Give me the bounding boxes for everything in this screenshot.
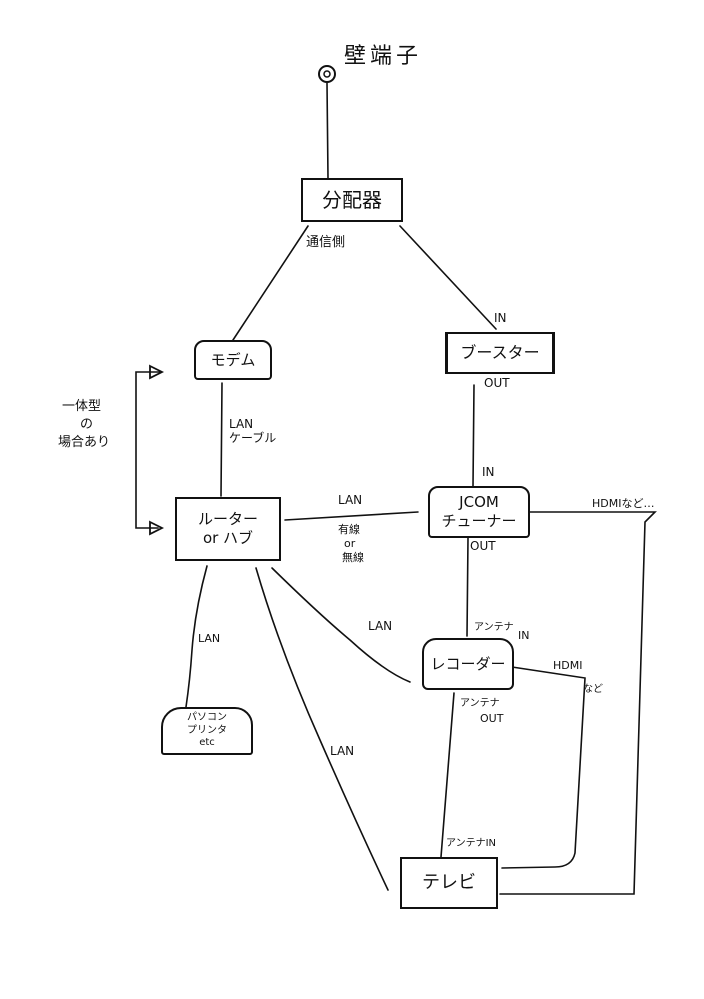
- edge-booster-tuner: [472, 384, 475, 487]
- node-modem-label: モデム: [210, 350, 256, 369]
- label-splitter-modem: 通信側: [306, 235, 346, 250]
- node-pc-label-2: プリンタ: [187, 724, 227, 736]
- node-recorder[interactable]: レコーダー: [422, 638, 514, 690]
- node-booster-label: ブースター: [460, 343, 540, 362]
- edge-wall-splitter: [326, 82, 329, 179]
- node-jcom-tuner[interactable]: JCOM チューナー: [428, 486, 530, 538]
- label-recorder-out-2: OUT: [480, 712, 504, 725]
- label-router-pc: LAN: [198, 632, 221, 645]
- node-splitter-label: 分配器: [322, 187, 382, 212]
- label-booster-out: OUT: [484, 376, 510, 390]
- wall-outlet-icon: [318, 65, 336, 83]
- arrow-head-top: [149, 364, 165, 380]
- node-pc-label-1: パソコン: [187, 712, 227, 724]
- node-modem[interactable]: モデム: [194, 340, 272, 380]
- edge-recorder-tv: [440, 692, 455, 858]
- node-splitter[interactable]: 分配器: [301, 178, 403, 222]
- arrow-head-bottom: [149, 520, 165, 536]
- node-booster[interactable]: ブースター: [445, 332, 555, 374]
- label-recorder-in-2: IN: [518, 629, 530, 642]
- label-recorder-hdmi-1: HDMI: [553, 659, 583, 672]
- wall-terminal-label: 壁端子: [344, 44, 423, 69]
- label-recorder-out-1: アンテナ: [460, 698, 500, 709]
- label-tuner-out: OUT: [470, 539, 496, 553]
- edge-modem-router: [220, 382, 223, 497]
- label-modem-router-1: LAN: [229, 417, 254, 431]
- edge-router-tv: [255, 567, 389, 891]
- edge-tuner-tv-hdmi: [499, 511, 657, 895]
- label-tuner-in: IN: [482, 465, 495, 479]
- label-booster-in: IN: [494, 311, 507, 325]
- edge-router-tuner: [284, 511, 419, 521]
- label-modem-router-2: ケーブル: [229, 431, 277, 445]
- edge-splitter-booster: [399, 225, 497, 330]
- edge-splitter-modem: [232, 225, 309, 341]
- node-pc[interactable]: パソコン プリンタ etc: [161, 707, 253, 755]
- node-pc-label-3: etc: [199, 737, 215, 749]
- label-recorder-in-1: アンテナ: [474, 622, 514, 633]
- label-recorder-hdmi-2: など: [583, 684, 603, 695]
- label-integrated-1: 一体型: [62, 399, 102, 414]
- edge-router-recorder: [271, 567, 411, 683]
- node-router-label-2: or ハブ: [202, 529, 254, 547]
- label-router-tuner-note-1: 有線: [338, 523, 360, 536]
- node-jcom-label-2: チューナー: [441, 512, 517, 530]
- node-recorder-label: レコーダー: [430, 654, 506, 673]
- edge-router-pc: [185, 565, 208, 708]
- edge-tuner-recorder: [466, 537, 469, 637]
- label-tv-in: アンテナIN: [446, 838, 497, 849]
- label-router-tuner: LAN: [338, 493, 363, 507]
- label-tuner-hdmi: HDMIなど…: [592, 497, 655, 510]
- node-router-label-1: ルーター: [197, 510, 258, 529]
- node-tv[interactable]: テレビ: [400, 857, 498, 909]
- integrated-bracket: [135, 371, 161, 529]
- label-integrated-2: の: [80, 417, 94, 432]
- node-tv-label: テレビ: [422, 871, 476, 893]
- label-router-recorder: LAN: [368, 619, 393, 633]
- node-jcom-label-1: JCOM: [459, 493, 499, 512]
- label-router-tuner-note-3: 無線: [342, 551, 364, 564]
- label-router-tv: LAN: [330, 744, 355, 758]
- label-integrated-3: 場合あり: [58, 435, 111, 450]
- edge-recorder-tv-hdmi: [501, 666, 586, 869]
- label-router-tuner-note-2: or: [344, 537, 356, 550]
- node-router[interactable]: ルーター or ハブ: [175, 497, 281, 561]
